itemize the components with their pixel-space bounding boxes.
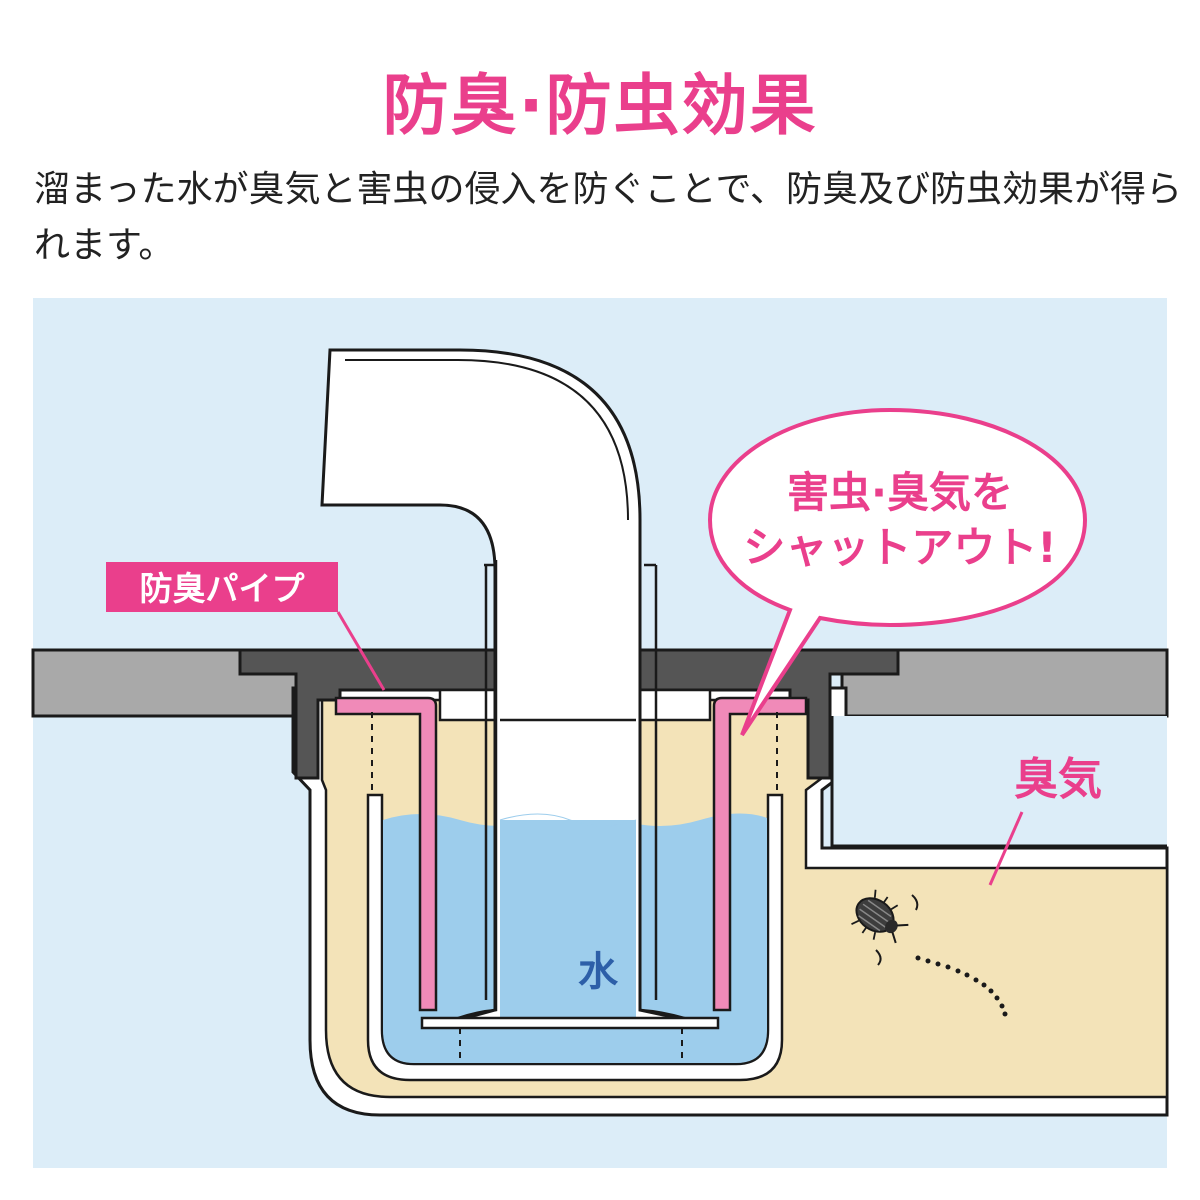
pipe-label-leader — [336, 611, 386, 691]
odor-label: 臭気 — [1014, 754, 1102, 805]
pipe-label-box — [106, 562, 338, 612]
side-channel-ceiling — [832, 716, 1167, 844]
anti-odor-pipe-right — [712, 696, 808, 1012]
bubble-line-2: シャットアウト! — [743, 523, 1056, 572]
anti-odor-pipe-left — [334, 696, 438, 1012]
bubble-line-1: 害虫·臭気を — [787, 468, 1013, 517]
speech-bubble — [707, 407, 1088, 737]
bug-trail — [915, 955, 1008, 1017]
water-label: 水 — [578, 949, 619, 995]
page-title: 防臭·防虫効果 — [382, 67, 818, 144]
bug-icon — [851, 889, 909, 944]
gasket-flange — [238, 648, 900, 780]
description-text: 溜まった水が臭気と害虫の侵入を防ぐことで、防臭及び防虫効果が得られます。 — [34, 169, 1183, 266]
pipe-label: 防臭パイプ — [140, 569, 306, 608]
odor-label-leader — [988, 811, 1024, 886]
inner-cup — [366, 793, 784, 1082]
